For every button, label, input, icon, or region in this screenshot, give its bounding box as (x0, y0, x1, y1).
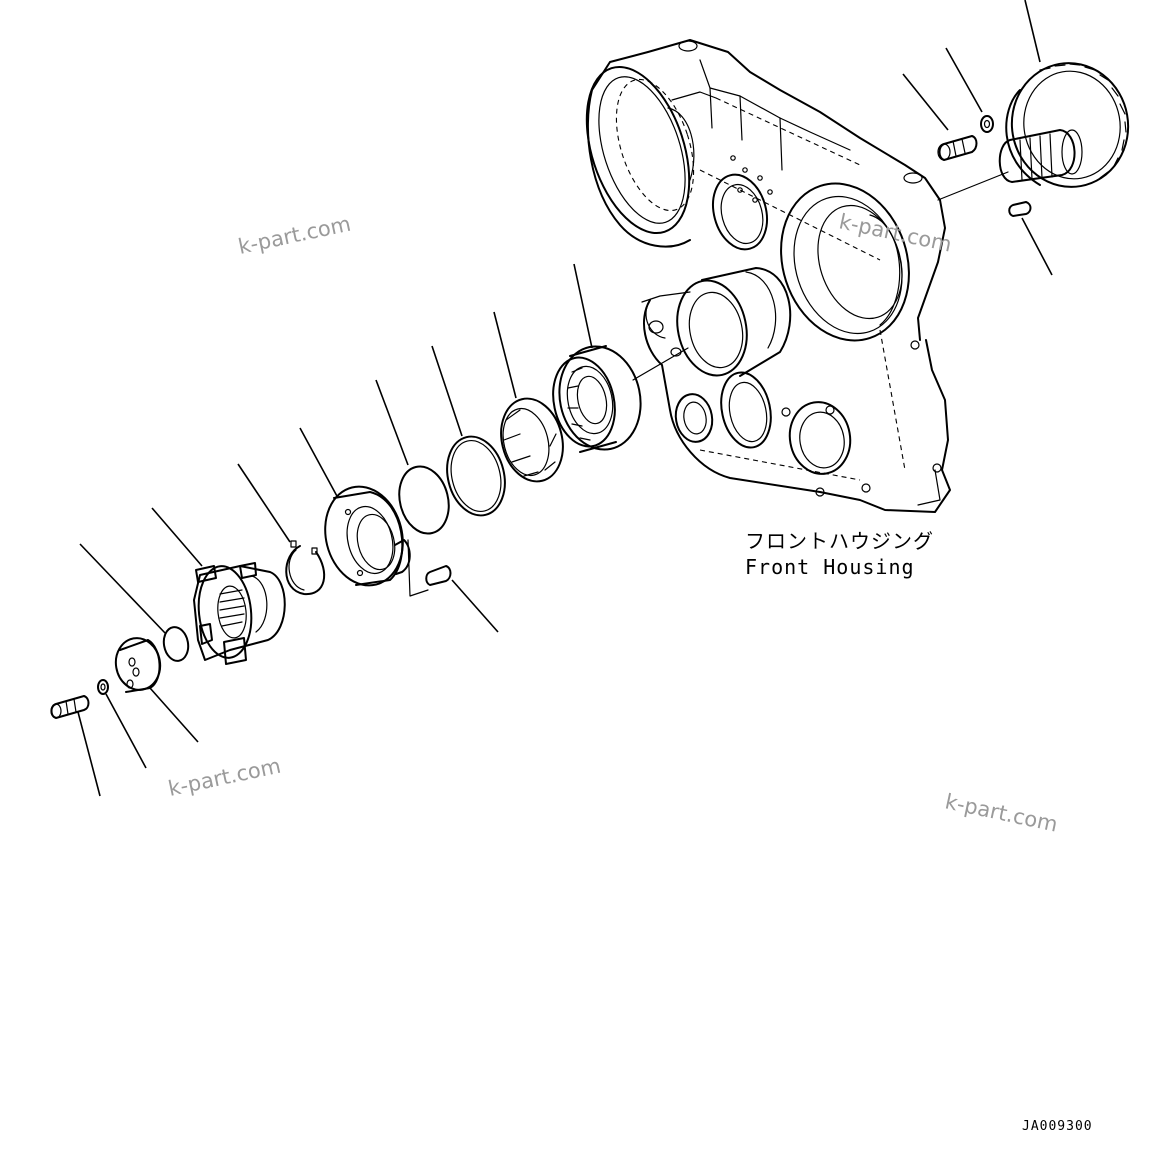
watermark: k-part.com (943, 789, 1060, 836)
watermark: k-part.com (166, 754, 283, 801)
circlip (285, 540, 325, 596)
snap-ring-large (446, 435, 506, 517)
housing-label-japanese: フロントハウジング (745, 529, 934, 553)
front-housing (585, 39, 951, 513)
housing-label-english: Front Housing (745, 555, 915, 579)
bearing-retainer (324, 485, 411, 587)
bolt-top-right (937, 135, 978, 161)
bolt-small (50, 695, 90, 719)
washer-top-right (980, 115, 994, 133)
seal-disc (162, 626, 190, 662)
axis-line-gear (937, 171, 1009, 201)
input-gear (998, 62, 1130, 188)
watermark: k-part.com (236, 212, 353, 259)
watermark: k-part.com (837, 209, 954, 256)
bearing-spacer (500, 397, 564, 483)
coupling-flange (193, 562, 286, 665)
o-ring (398, 465, 450, 535)
ball-bearing (552, 345, 642, 453)
drawing-code: JA009300 (1022, 1119, 1093, 1134)
end-plate (114, 637, 162, 693)
dowel-pin-small (407, 539, 452, 597)
dowel-pin-right (1008, 201, 1032, 217)
washer-small (97, 679, 109, 695)
leader-lines (77, 0, 1053, 797)
axis-line-bearing (632, 347, 689, 381)
